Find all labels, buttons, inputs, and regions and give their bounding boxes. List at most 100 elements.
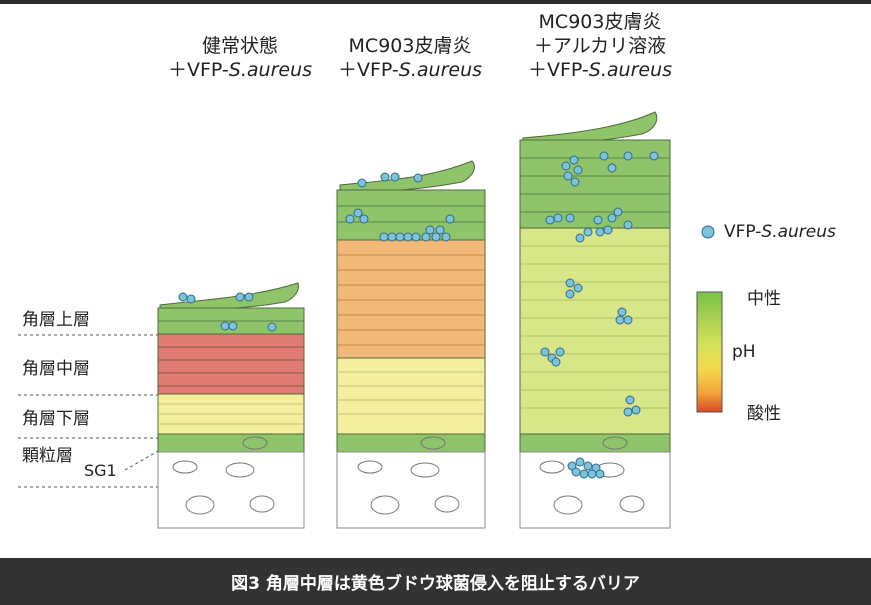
granule-nucleus [420, 436, 446, 450]
bacterium [379, 232, 389, 242]
figure-caption: 図3 角層中層は黄色ブドウ球菌侵入を阻止するバリア [0, 558, 871, 605]
bacterium [563, 171, 573, 181]
bacterium [599, 151, 609, 161]
bacterium [345, 214, 355, 224]
top-border [0, 0, 871, 4]
cell-nucleus [539, 460, 565, 474]
layer-label-upper: 角層上層 [22, 310, 90, 330]
bacterium [595, 227, 605, 237]
bacterium [579, 469, 589, 479]
bacterium [573, 165, 583, 175]
bacterium [583, 461, 593, 471]
legend-species: S.aureus [761, 222, 836, 242]
bacterium [575, 457, 585, 467]
bacterium [625, 395, 635, 405]
bacterium [607, 213, 617, 223]
cell-nucleus [172, 460, 198, 474]
bacterium [387, 232, 397, 242]
title-prefix: ＋VFP- [337, 59, 399, 81]
legend-prefix: VFP- [724, 222, 762, 242]
cell-line [158, 346, 304, 387]
bacterium [178, 292, 188, 302]
column-title-alkaline-line3: ＋VFP-S.aureus [505, 58, 695, 82]
bacterium [403, 232, 413, 242]
cell-lines [158, 320, 304, 425]
bacterium [413, 173, 423, 183]
bacterium [431, 232, 441, 242]
bacterium [435, 225, 445, 235]
column-title-healthy: 健常状態 ＋VFP-S.aureus [145, 34, 335, 82]
bacterium [571, 467, 581, 477]
bacterium [593, 215, 603, 225]
column-mc903 [336, 160, 486, 529]
bacterium [540, 347, 550, 357]
bacterium [353, 208, 363, 218]
bacterium [421, 232, 431, 242]
granule-nucleus [242, 436, 268, 450]
column-title-alkaline-line2: ＋アルカリ溶液 [533, 35, 667, 57]
bacterium [555, 347, 565, 357]
cell-nucleus [249, 495, 275, 513]
ph-gradient-bar [696, 291, 723, 413]
bacterium [570, 177, 580, 187]
cell-nucleus [225, 462, 255, 478]
layer-granulosum [157, 433, 305, 453]
bacterium [267, 322, 277, 332]
bacterium [228, 321, 238, 331]
living-cell-outlines [539, 436, 645, 515]
bacterium [617, 307, 627, 317]
bacterium [235, 292, 245, 302]
bacterium [573, 283, 583, 293]
bacterium [649, 151, 659, 161]
legend-ph-label: pH [732, 342, 756, 362]
bacterium [390, 172, 400, 182]
cell-lines [520, 157, 670, 409]
bacterium [565, 213, 575, 223]
bacterium [357, 178, 367, 188]
layer-upper [519, 139, 671, 229]
column-title-alkaline: MC903皮膚炎 ＋アルカリ溶液 ＋VFP-S.aureus [505, 10, 695, 82]
bacterium [623, 220, 633, 230]
column-title-mc903-line2: ＋VFP-S.aureus [315, 58, 505, 82]
cell-line [158, 403, 304, 425]
cell-nucleus [357, 460, 383, 474]
column-healthy [157, 282, 305, 529]
column-title-healthy-line1: 健常状態 [201, 35, 278, 57]
living-cell-outlines [172, 436, 275, 515]
bacterium [445, 214, 455, 224]
bacterium [545, 215, 555, 225]
column-alkaline [519, 111, 671, 529]
layer-living-cells [336, 451, 486, 529]
bacterium [565, 278, 575, 288]
bacterium [623, 407, 633, 417]
column-title-healthy-line2: ＋VFP-S.aureus [145, 58, 335, 82]
guide-sg1-pointer [124, 449, 161, 471]
column-title-mc903-line1: MC903皮膚炎 [348, 35, 472, 57]
bacterium [623, 315, 633, 325]
layer-label-granulosum: 顆粒層 [22, 446, 73, 466]
bacterium [359, 214, 369, 224]
layer-middle [519, 227, 671, 435]
layer-label-sg1: SG1 [84, 461, 117, 480]
layer-guide-lines [18, 334, 161, 488]
bacterium [551, 357, 561, 367]
layer-granulosum [519, 433, 671, 453]
living-cell-outlines [357, 436, 460, 515]
granule-nucleus [602, 436, 628, 450]
bacterium [615, 315, 625, 325]
layer-middle [336, 239, 486, 359]
cell-line [520, 157, 670, 213]
column-title-mc903: MC903皮膚炎 ＋VFP-S.aureus [315, 34, 505, 82]
bacterium [575, 233, 585, 243]
layer-middle [157, 333, 305, 395]
title-species: S.aureus [398, 59, 483, 81]
bacterium [603, 225, 613, 235]
bacterium [186, 294, 196, 304]
bacterium [583, 227, 593, 237]
bacterium [244, 292, 254, 302]
legend-bacteria-label: VFP-S.aureus [724, 222, 836, 242]
bacterium [607, 163, 617, 173]
layer-label-middle: 角層中層 [22, 359, 90, 379]
bacterium [441, 232, 451, 242]
bacteria [178, 151, 659, 479]
